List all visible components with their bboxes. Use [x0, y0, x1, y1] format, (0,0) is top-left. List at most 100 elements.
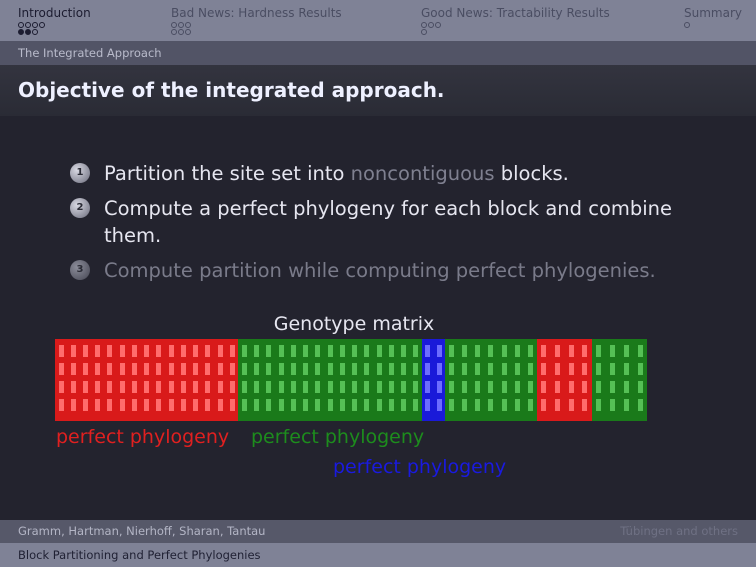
matrix-cell — [527, 381, 533, 393]
matrix-cell — [119, 363, 125, 375]
matrix-cell — [205, 381, 211, 393]
matrix-block — [591, 339, 647, 421]
nav-dot-row — [171, 29, 342, 36]
matrix-cell — [119, 345, 125, 357]
matrix-cell — [278, 399, 284, 411]
matrix-cell — [229, 381, 235, 393]
matrix-cell — [156, 399, 162, 411]
matrix-cell — [376, 363, 382, 375]
nav-frame-dot-icon[interactable] — [32, 29, 38, 35]
matrix-cell — [70, 381, 76, 393]
nav-frame-dot-icon[interactable] — [421, 29, 427, 35]
footer-talk-title[interactable]: Block Partitioning and Perfect Phylogeni… — [18, 548, 261, 562]
matrix-cell — [413, 399, 419, 411]
list-item: 2 Compute a perfect phylogeny for each b… — [70, 195, 710, 249]
nav-title[interactable]: Bad News: Hardness Results — [171, 6, 342, 20]
nav-frame-dots — [421, 22, 610, 36]
nav-frame-dot-icon[interactable] — [185, 22, 191, 28]
matrix-cell — [413, 345, 419, 357]
matrix-cell — [168, 345, 174, 357]
item-highlight: noncontiguous — [350, 162, 495, 185]
matrix-cell — [637, 381, 643, 393]
objective-list: 1 Partition the site set into noncontigu… — [70, 160, 710, 292]
label-blue-perfect-phylogeny: perfect phylogeny — [333, 456, 507, 478]
nav-frame-dot-icon[interactable] — [178, 29, 184, 35]
nav-frame-dot-icon[interactable] — [171, 22, 177, 28]
matrix-cell — [254, 399, 260, 411]
matrix-cell — [327, 399, 333, 411]
matrix-cell — [462, 345, 468, 357]
matrix-cell — [58, 345, 64, 357]
matrix-cell — [475, 399, 481, 411]
matrix-cell — [596, 399, 602, 411]
matrix-cell — [144, 399, 150, 411]
matrix-cell — [376, 345, 382, 357]
nav-frame-dot-icon[interactable] — [18, 29, 24, 35]
matrix-cell — [388, 345, 394, 357]
nav-frame-dot-icon[interactable] — [185, 29, 191, 35]
nav-frame-dot-icon[interactable] — [178, 22, 184, 28]
nav-frame-dots — [171, 22, 342, 36]
matrix-cell — [303, 381, 309, 393]
matrix-cell — [180, 381, 186, 393]
nav-frame-dot-icon[interactable] — [25, 29, 31, 35]
nav-title[interactable]: Summary — [684, 6, 742, 20]
matrix-cell — [501, 363, 507, 375]
matrix-cell — [303, 363, 309, 375]
matrix-cell — [70, 399, 76, 411]
nav-title[interactable]: Introduction — [18, 6, 91, 20]
matrix-cell — [205, 399, 211, 411]
matrix-cell — [554, 345, 560, 357]
label-red-perfect-phylogeny: perfect phylogeny — [56, 426, 230, 448]
matrix-cell — [131, 345, 137, 357]
subsection-title[interactable]: The Integrated Approach — [18, 46, 162, 60]
matrix-cell — [514, 363, 520, 375]
matrix-cell — [241, 345, 247, 357]
nav-frame-dot-icon[interactable] — [39, 22, 45, 28]
nav-frame-dot-icon[interactable] — [25, 22, 31, 28]
nav-frame-dot-icon[interactable] — [171, 29, 177, 35]
nav-section-hardness[interactable]: Bad News: Hardness Results — [171, 6, 342, 36]
matrix-cell — [229, 345, 235, 357]
nav-dot-row — [684, 22, 742, 29]
matrix-cell — [596, 381, 602, 393]
label-green-perfect-phylogeny: perfect phylogeny — [251, 426, 425, 448]
footer-institute[interactable]: Tübingen and others — [620, 524, 738, 538]
nav-dot-row — [171, 22, 342, 29]
matrix-cell — [58, 399, 64, 411]
nav-frame-dot-icon[interactable] — [421, 22, 427, 28]
matrix-cell — [425, 399, 431, 411]
nav-frame-dot-icon[interactable] — [428, 22, 434, 28]
nav-frame-dot-icon[interactable] — [18, 22, 24, 28]
matrix-cell — [254, 345, 260, 357]
matrix-cell — [436, 363, 442, 375]
matrix-cell — [400, 399, 406, 411]
nav-section-introduction[interactable]: Introduction — [18, 6, 91, 36]
matrix-cell — [119, 381, 125, 393]
matrix-cell — [449, 363, 455, 375]
nav-frame-dots — [18, 22, 91, 36]
matrix-cell — [290, 345, 296, 357]
matrix-cell — [527, 363, 533, 375]
item-text: Partition the site set into — [104, 162, 351, 185]
matrix-cell — [364, 345, 370, 357]
matrix-cell — [449, 345, 455, 357]
nav-frame-dot-icon[interactable] — [32, 22, 38, 28]
matrix-cell — [193, 363, 199, 375]
matrix-cell — [488, 363, 494, 375]
matrix-cell — [425, 381, 431, 393]
nav-title[interactable]: Good News: Tractability Results — [421, 6, 610, 20]
matrix-cell — [303, 345, 309, 357]
footer-authors[interactable]: Gramm, Hartman, Nierhoff, Sharan, Tantau — [18, 524, 266, 538]
nav-section-summary[interactable]: Summary — [684, 6, 742, 29]
matrix-cell — [107, 399, 113, 411]
matrix-cell — [144, 363, 150, 375]
matrix-cell — [388, 381, 394, 393]
matrix-cell — [609, 399, 615, 411]
matrix-cell — [568, 399, 574, 411]
matrix-cell — [388, 363, 394, 375]
nav-section-tractability[interactable]: Good News: Tractability Results — [421, 6, 610, 36]
nav-frame-dot-icon[interactable] — [684, 22, 690, 28]
navigation-bar: Introduction Bad News: Hardness Results … — [0, 0, 756, 41]
nav-frame-dot-icon[interactable] — [435, 22, 441, 28]
